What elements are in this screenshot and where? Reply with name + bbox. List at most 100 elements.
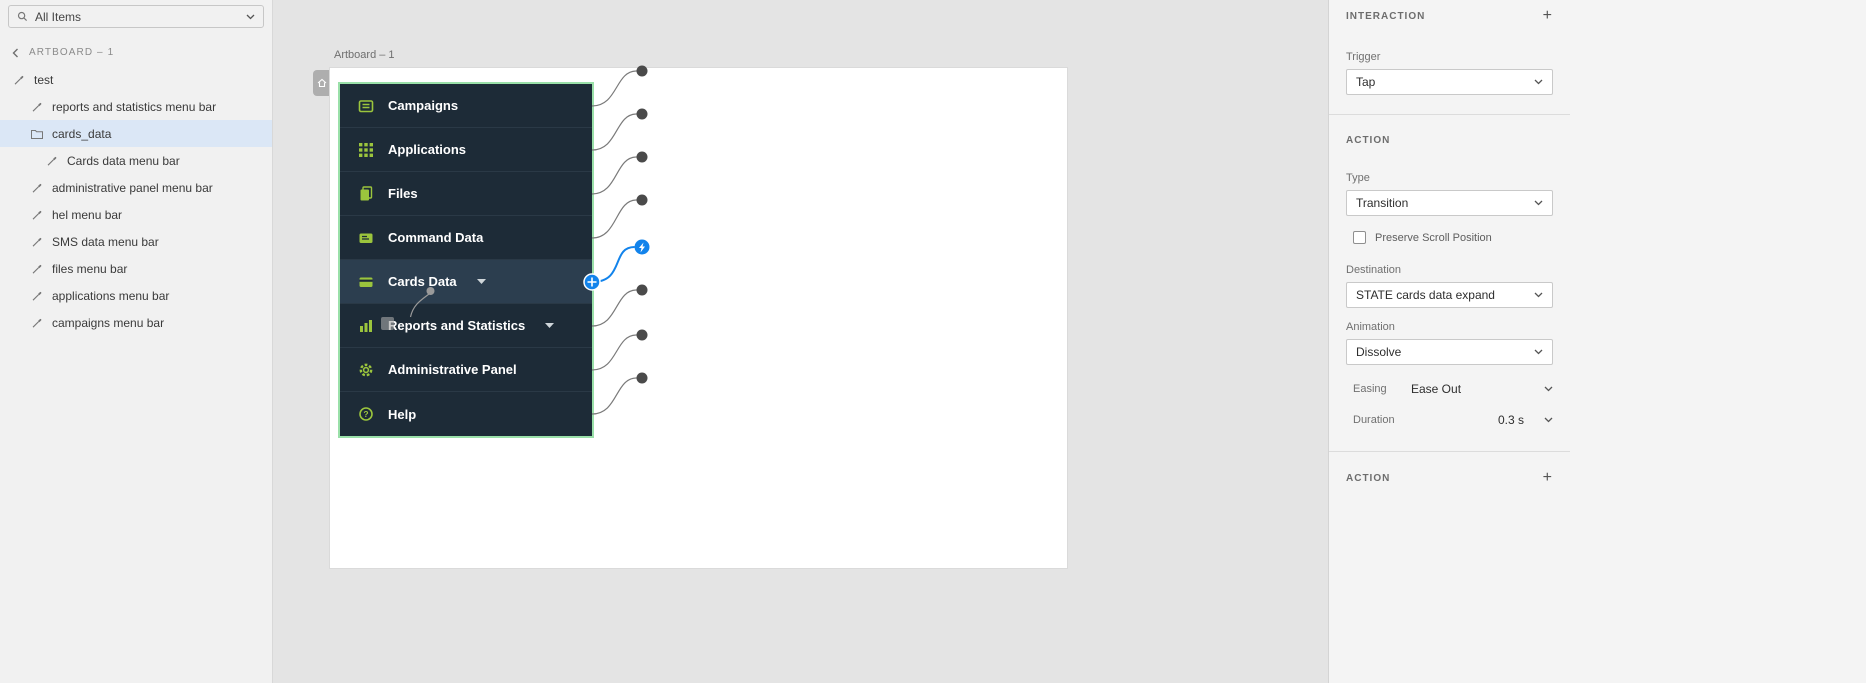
chevron-down-icon — [1534, 349, 1543, 355]
campaigns-icon — [358, 98, 374, 114]
menu-item-label: Cards Data — [388, 274, 457, 289]
home-icon — [317, 78, 327, 88]
menu-item-label: Reports and Statistics — [388, 318, 526, 333]
layer-row-reports-and-statistics-menu-bar[interactable]: reports and statistics menu bar — [0, 93, 272, 120]
layers-panel: All Items ARTBOARD – 1 test reports and … — [0, 0, 273, 683]
layer-label: files menu bar — [52, 261, 128, 276]
layer-row-cards-data[interactable]: cards_data — [0, 120, 272, 147]
chevron-down-icon — [1534, 200, 1543, 206]
trigger-value: Tap — [1356, 75, 1376, 89]
layer-row-test[interactable]: test — [0, 66, 272, 93]
layer-row-campaigns-menu-bar[interactable]: campaigns menu bar — [0, 309, 272, 336]
breadcrumb-label: ARTBOARD – 1 — [29, 47, 115, 58]
pen-icon — [31, 317, 44, 329]
menu-item-label: Administrative Panel — [388, 362, 517, 377]
layer-row-hel-menu-bar[interactable]: hel menu bar — [0, 201, 272, 228]
section-divider — [1329, 451, 1570, 452]
layer-list: test reports and statistics menu bar car… — [0, 66, 272, 336]
interaction-section-header: INTERACTION + — [1329, 8, 1570, 24]
gear-icon — [358, 362, 374, 378]
section-divider — [1329, 114, 1570, 115]
menu-item-reports-and-statistics[interactable]: Reports and Statistics — [340, 304, 592, 348]
cards-data-icon — [358, 274, 374, 290]
layer-row-files-menu-bar[interactable]: files menu bar — [0, 255, 272, 282]
pen-icon — [31, 101, 44, 113]
menu-item-applications[interactable]: Applications — [340, 128, 592, 172]
pen-icon — [46, 155, 59, 167]
menu-item-campaigns[interactable]: Campaigns — [340, 84, 592, 128]
applications-grid-icon — [358, 142, 374, 158]
duration-row: Duration 0.3 s — [1353, 413, 1553, 427]
layer-row-sms-data-menu-bar[interactable]: SMS data menu bar — [0, 228, 272, 255]
animation-label: Animation — [1346, 321, 1395, 333]
duration-select[interactable]: 0.3 s — [1497, 413, 1524, 427]
menu-component[interactable]: Campaigns Applications Files Command Dat… — [338, 82, 594, 438]
preserve-scroll-label: Preserve Scroll Position — [1375, 231, 1492, 244]
layer-row-cards-data-menu-bar[interactable]: Cards data menu bar — [0, 147, 272, 174]
menu-item-command-data[interactable]: Command Data — [340, 216, 592, 260]
inspector-panel: INTERACTION + Trigger Tap ACTION Type Tr… — [1328, 0, 1866, 683]
animation-value: Dissolve — [1356, 345, 1402, 359]
layer-label: cards_data — [52, 126, 112, 141]
add-interaction-button[interactable]: + — [1542, 7, 1553, 24]
layer-label: hel menu bar — [52, 207, 123, 222]
layer-row-applications-menu-bar[interactable]: applications menu bar — [0, 282, 272, 309]
chevron-down-icon — [545, 323, 555, 328]
add-action-button[interactable]: + — [1542, 469, 1553, 486]
command-data-icon — [358, 230, 374, 246]
type-select[interactable]: Transition — [1346, 190, 1553, 216]
menu-item-cards-data[interactable]: Cards Data — [340, 260, 592, 304]
action2-section-header: ACTION + — [1329, 470, 1570, 486]
easing-select[interactable]: Ease Out — [1411, 382, 1462, 396]
menu-item-label: Command Data — [388, 230, 484, 245]
menu-item-label: Files — [388, 186, 418, 201]
interaction-title: INTERACTION — [1346, 10, 1426, 22]
menu-item-files[interactable]: Files — [340, 172, 592, 216]
menu-item-administrative-panel[interactable]: Administrative Panel — [340, 348, 592, 392]
layer-label: reports and statistics menu bar — [52, 99, 217, 114]
type-label: Type — [1346, 172, 1370, 184]
svg-text:?: ? — [363, 409, 368, 419]
action-title: ACTION — [1346, 135, 1391, 146]
filter-dropdown[interactable]: All Items — [8, 5, 264, 28]
layer-label: SMS data menu bar — [52, 234, 159, 249]
action2-title: ACTION — [1346, 472, 1391, 484]
menu-item-label: Campaigns — [388, 98, 459, 113]
artboard-label[interactable]: Artboard – 1 — [334, 49, 395, 61]
trigger-label: Trigger — [1346, 51, 1381, 63]
pen-icon — [31, 290, 44, 302]
destination-select[interactable]: STATE cards data expand — [1346, 282, 1553, 308]
layer-label: administrative panel menu bar — [52, 180, 213, 195]
type-value: Transition — [1356, 196, 1409, 210]
menu-item-label: Applications — [388, 142, 467, 157]
layer-label: campaigns menu bar — [52, 315, 165, 330]
help-icon: ? — [358, 406, 374, 422]
chevron-down-icon[interactable] — [1544, 386, 1553, 392]
easing-row: Easing Ease Out — [1353, 382, 1553, 396]
destination-value: STATE cards data expand — [1356, 288, 1495, 302]
easing-label: Easing — [1353, 383, 1387, 395]
reports-chart-icon — [358, 318, 374, 334]
duration-label: Duration — [1353, 414, 1395, 426]
chevron-down-icon — [246, 14, 255, 20]
trigger-select[interactable]: Tap — [1346, 69, 1553, 95]
animation-select[interactable]: Dissolve — [1346, 339, 1553, 365]
pen-icon — [31, 236, 44, 248]
home-flow-tab[interactable] — [313, 70, 330, 96]
action-section-header: ACTION — [1329, 135, 1570, 146]
breadcrumb[interactable]: ARTBOARD – 1 — [0, 47, 272, 58]
layer-row-administrative-panel-menu-bar[interactable]: administrative panel menu bar — [0, 174, 272, 201]
chevron-down-icon[interactable] — [1544, 417, 1553, 423]
layer-label: test — [34, 72, 54, 87]
menu-item-help[interactable]: ? Help — [340, 392, 592, 436]
layer-label: applications menu bar — [52, 288, 170, 303]
preserve-scroll-checkbox[interactable] — [1353, 231, 1366, 244]
pen-icon — [13, 74, 26, 86]
back-icon[interactable] — [12, 48, 19, 58]
canvas[interactable]: Artboard – 1 Campaigns Applications File… — [273, 0, 1328, 683]
chevron-down-icon — [476, 279, 486, 284]
chevron-down-icon — [1534, 292, 1543, 298]
preserve-scroll-row: Preserve Scroll Position — [1353, 231, 1553, 244]
menu-item-label: Help — [388, 406, 417, 422]
